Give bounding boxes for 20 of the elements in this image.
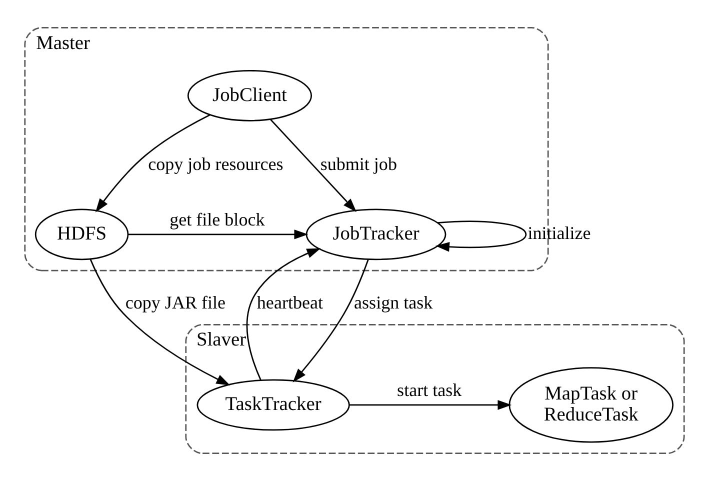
arrow [128,230,308,240]
arrow [246,248,321,380]
edge-label: start task [397,380,462,400]
arrow [270,119,357,212]
arrow [349,400,512,410]
arrow [90,259,230,386]
edge-label: initialize [528,223,591,244]
arrow [436,220,527,252]
edge-label: copy job resources [148,154,284,174]
node-ellipse: TaskTracker [196,379,350,431]
edge-label: get file block [170,209,265,230]
arrow [292,260,369,382]
node-ellipse: JobClient [187,70,312,122]
node-ellipse: HDFS [34,208,129,260]
edge-label: assign task [354,292,433,313]
node-ellipse: MapTask or ReduceTask [508,367,674,443]
edge-label: heartbeat [256,292,324,313]
arrow [95,114,210,212]
edge-label: submit job [320,154,397,174]
edge-label: copy JAR file [125,292,226,313]
